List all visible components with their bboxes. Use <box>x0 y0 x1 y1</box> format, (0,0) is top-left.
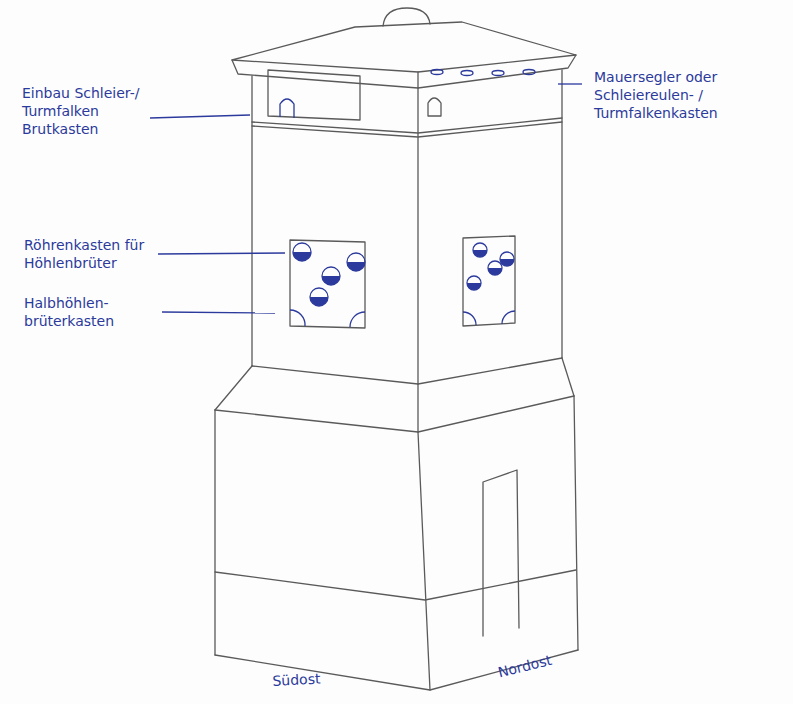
callout-label: Einbau Schleier-/ Turmfalken Brutkasten <box>22 84 157 138</box>
tube-hole-fill <box>467 283 481 290</box>
tube-hole <box>473 243 487 257</box>
ledge-line <box>252 358 562 384</box>
tower-edge <box>574 396 578 650</box>
tower-edge <box>418 432 430 690</box>
nest-box-frame <box>268 70 360 120</box>
roof-dome <box>383 8 430 26</box>
tube-hole-fill <box>322 276 340 285</box>
tube-hole <box>500 252 514 266</box>
ledge-edge <box>215 366 252 410</box>
swift-hole <box>431 70 443 75</box>
roof-top <box>232 22 576 72</box>
tube-hole <box>467 276 481 290</box>
tube-hole <box>293 243 311 261</box>
tower-edge <box>561 70 562 358</box>
half-cavity <box>463 312 476 325</box>
tube-hole-fill <box>473 250 487 257</box>
half-cavity <box>290 310 305 326</box>
swift-hole <box>523 70 535 75</box>
frieze-line <box>252 118 562 133</box>
nest-entrance <box>428 98 441 116</box>
tube-hole-fill <box>500 259 514 266</box>
leader-line <box>158 253 285 254</box>
tube-hole-fill <box>310 297 328 306</box>
tube-hole-fill <box>293 252 311 261</box>
swift-hole <box>461 71 473 76</box>
tube-hole <box>322 267 340 285</box>
ledge-line <box>215 396 574 432</box>
tower-edge <box>214 410 215 655</box>
ledge-edge <box>417 384 418 432</box>
tube-box <box>463 243 515 325</box>
callout-label: Halbhöhlen- brüterkasten <box>24 294 134 330</box>
leader-line <box>150 115 250 118</box>
tube-hole-fill <box>488 268 502 275</box>
roof-corner <box>417 72 418 88</box>
leader-line <box>558 83 582 84</box>
tower-edge <box>251 76 252 366</box>
half-cavity <box>350 312 365 327</box>
leader-line <box>162 312 275 313</box>
frieze-line <box>252 122 562 137</box>
nest-panel <box>463 236 515 326</box>
door <box>483 470 519 636</box>
callout-label: Röhrenkasten für Höhlenbrüter <box>24 236 159 272</box>
tube-box <box>290 243 365 327</box>
ledge-edge <box>562 358 574 396</box>
face-label: Südost <box>272 668 353 690</box>
tube-hole <box>488 261 502 275</box>
half-cavity <box>502 311 515 324</box>
tube-hole-fill <box>347 262 365 271</box>
face-label: Nordost <box>496 645 578 682</box>
nest-panel <box>290 240 365 328</box>
tube-hole <box>310 288 328 306</box>
nest-entrance <box>280 99 294 118</box>
swift-hole <box>492 71 504 76</box>
callout-label: Mauersegler oder Schleiereulen- / Turmfa… <box>594 68 779 122</box>
tube-hole <box>347 253 365 271</box>
plinth-line <box>215 570 576 600</box>
